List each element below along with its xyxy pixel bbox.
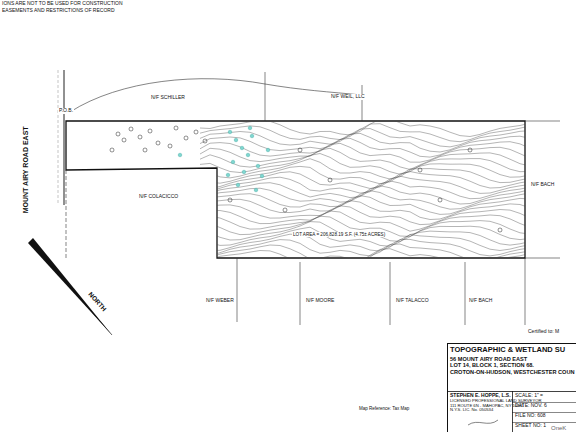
contour-line: [200, 176, 530, 193]
tree-symbol: [283, 208, 287, 212]
wetland-flag: [256, 164, 260, 168]
map-label: N/F TALACCO: [395, 298, 430, 304]
map-label: Certified to: M: [527, 329, 560, 335]
tree-symbol: [228, 198, 232, 202]
contour-line: [200, 206, 530, 225]
tree-symbol: [498, 228, 502, 232]
sheet-title: TOPOGRAPHIC & WETLAND SU: [450, 346, 565, 354]
tree-symbol: [143, 148, 147, 152]
tree-symbol: [168, 144, 172, 148]
contour-line: [200, 201, 530, 220]
road-line: [64, 70, 65, 205]
title-block-cell: STEPHEN E. HOPPE, L.S.LICENSED PROFESSIO…: [449, 393, 511, 431]
map-label: P.O.B.: [58, 108, 74, 114]
tree-symbol: [468, 148, 472, 152]
map-label: MOUNT AIRY ROAD EAST: [21, 126, 29, 215]
contour-line: [200, 227, 530, 246]
tree-symbol: [110, 148, 114, 152]
map-label: Map Reference: Tax Map: [358, 407, 410, 412]
wetland-flag: [242, 170, 246, 174]
title-block-cell: 56 MOUNT AIRY ROAD EASTLOT 14, BLOCK 1, …: [449, 356, 576, 390]
map-label: N/F SCHILLER: [150, 95, 186, 101]
tree-symbol: [129, 127, 133, 131]
contour-line: [200, 239, 530, 256]
tree-symbols: [110, 126, 502, 232]
wetland-flag: [260, 174, 264, 178]
wetland-flag: [178, 153, 182, 157]
wetland-flags: [178, 126, 270, 192]
tree-symbol: [418, 168, 422, 172]
wetland-flag: [231, 160, 235, 164]
contour-line: [200, 216, 530, 236]
map-label: N/F BACH: [468, 298, 493, 304]
wetland-flag: [240, 146, 244, 150]
wetland-flag: [254, 188, 258, 192]
contour-line: [200, 191, 530, 210]
contour-line: [200, 124, 530, 142]
wetland-flag: [236, 183, 240, 187]
title-text: SCALE: 1" =: [515, 393, 575, 399]
contour-line: [200, 181, 530, 199]
title-block-cell: SCALE: 1" =: [514, 393, 576, 402]
wetland-flag: [228, 130, 232, 134]
tree-symbol: [203, 139, 207, 143]
map-label: N/F MOORE: [305, 298, 335, 304]
watermark: OneK: [550, 425, 567, 432]
title-text: LOT 14, BLOCK 1, SECTION 68.: [450, 362, 575, 368]
note-text: EASEMENTS AND RESTRICTIONS OF RECORD: [1, 8, 116, 14]
contour-line: [200, 119, 530, 137]
contour-line: [200, 244, 530, 261]
tree-symbol: [184, 136, 188, 140]
tree-symbol: [194, 130, 198, 134]
map-label: N/F WEIL, LLC: [330, 94, 366, 100]
contour-line: [200, 166, 530, 183]
title-block-cell: DATE: NOV. 6: [514, 403, 576, 412]
contour-line: [200, 143, 530, 162]
tree-symbol: [298, 148, 302, 152]
tree-symbol: [148, 129, 152, 133]
title-block: [447, 344, 576, 432]
tree-symbol: [174, 126, 178, 130]
north-arrow: [28, 238, 112, 335]
wetland-flag: [234, 138, 238, 142]
note-text: IONS ARE NOT TO BE USED FOR CONSTRUCTION: [1, 1, 124, 7]
title-text: FILE NO: 608: [515, 413, 575, 419]
contour-line: [200, 222, 530, 242]
tree-symbol: [156, 141, 160, 145]
title-text: CROTON-ON-HUDSON, WESTCHESTER COUN: [450, 369, 575, 375]
title-block-cell: SHEET NO: 1: [514, 423, 576, 432]
map-label: LOT AREA = 206,828.19 S.F. (4.75± ACRES): [292, 232, 386, 237]
wetland-flag: [226, 173, 230, 177]
wetland-flag: [266, 148, 270, 152]
contour-line: [200, 129, 530, 147]
tree-symbol: [138, 135, 142, 139]
contour-line: [200, 172, 530, 189]
surveyor-text: N.Y.S. LIC. No. 050534: [450, 408, 510, 413]
tree-symbol: [328, 178, 332, 182]
map-label: N/F BACH: [530, 182, 555, 188]
map-label: N/F WEBER: [205, 298, 235, 304]
road-edge: [58, 70, 59, 205]
tree-symbol: [438, 198, 442, 202]
neighbour-lines: [66, 72, 560, 325]
title-block-cell: FILE NO: 608: [514, 413, 576, 422]
signature: [468, 420, 498, 425]
title-text: DATE: NOV. 6: [515, 403, 575, 409]
title-text: 56 MOUNT AIRY ROAD EAST: [450, 356, 575, 362]
contour-line: [200, 133, 530, 152]
map-label: N/F COLACICCO: [138, 194, 179, 200]
contour-line: [200, 249, 530, 267]
contour-line: [200, 154, 530, 175]
wetland-flag: [250, 134, 254, 138]
wetland-flag: [248, 126, 252, 130]
contour-line: [200, 211, 530, 231]
tree-symbol: [116, 132, 120, 136]
contour-lines: [200, 119, 530, 267]
wetland-flag: [246, 153, 250, 157]
tree-symbol: [122, 138, 126, 142]
north-arrow-shaft: [30, 241, 112, 335]
